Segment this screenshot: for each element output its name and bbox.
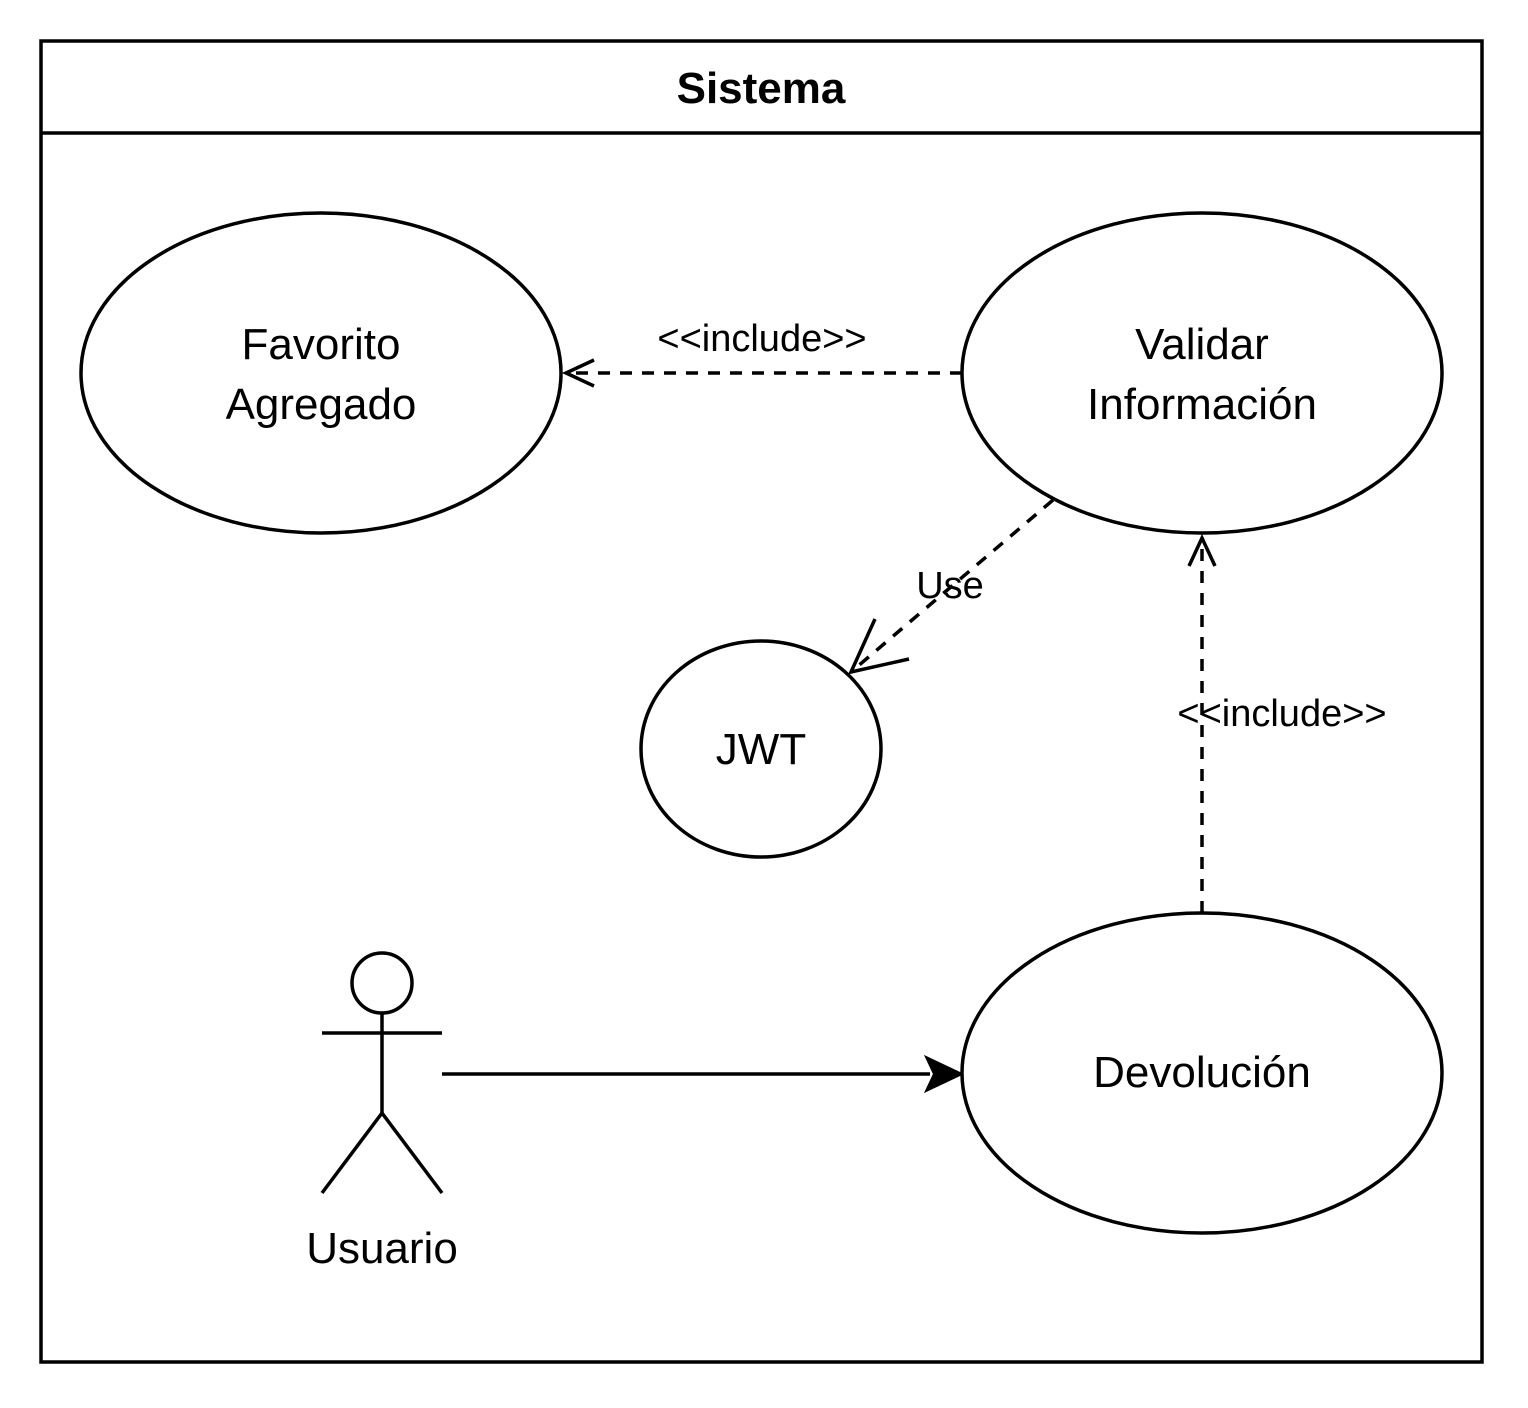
use-case-jwt[interactable]: JWT (639, 639, 883, 859)
use-dashed-line (849, 498, 1055, 674)
open-arrow-head (561, 358, 595, 388)
use-case-label-line1: Validar (1135, 320, 1269, 369)
use-case-favorito-agregado[interactable]: Favorito Agregado (79, 211, 563, 535)
use-case-ellipse (960, 211, 1444, 535)
use-case-ellipse (79, 211, 563, 535)
use-case-label: Devolución (1093, 1048, 1311, 1097)
use-case-devolucion[interactable]: Devolución (960, 911, 1444, 1235)
actor-usuario[interactable]: Usuario (306, 951, 458, 1273)
association-usuario-devolucion[interactable] (442, 1054, 965, 1094)
include-label-devolucion: <<include>> (1177, 693, 1386, 735)
use-case-label-line1: Favorito (242, 320, 401, 369)
open-arrow-head (1187, 533, 1217, 567)
filled-arrow-head (923, 1054, 965, 1094)
use-case-ellipse (639, 639, 883, 859)
include-label-favorito: <<include>> (657, 318, 866, 360)
actor-right-leg (380, 1111, 444, 1195)
use-case-ellipse (960, 911, 1444, 1235)
actor-label: Usuario (306, 1224, 458, 1273)
use-case-label: JWT (716, 725, 806, 774)
system-title: Sistema (677, 64, 846, 113)
relation-validar-jwt[interactable] (847, 498, 1055, 675)
use-case-label-line2: Agregado (226, 380, 417, 429)
use-case-validar-informacion[interactable]: Validar Información (960, 211, 1444, 535)
relation-validar-favorito[interactable] (561, 358, 962, 388)
relation-devolucion-validar[interactable] (1187, 533, 1217, 913)
open-arrow-head (847, 618, 910, 675)
actor-head (350, 951, 414, 1015)
use-label-jwt: Use (916, 565, 984, 607)
use-case-label-line2: Información (1087, 380, 1317, 429)
actor-left-leg (320, 1111, 384, 1195)
